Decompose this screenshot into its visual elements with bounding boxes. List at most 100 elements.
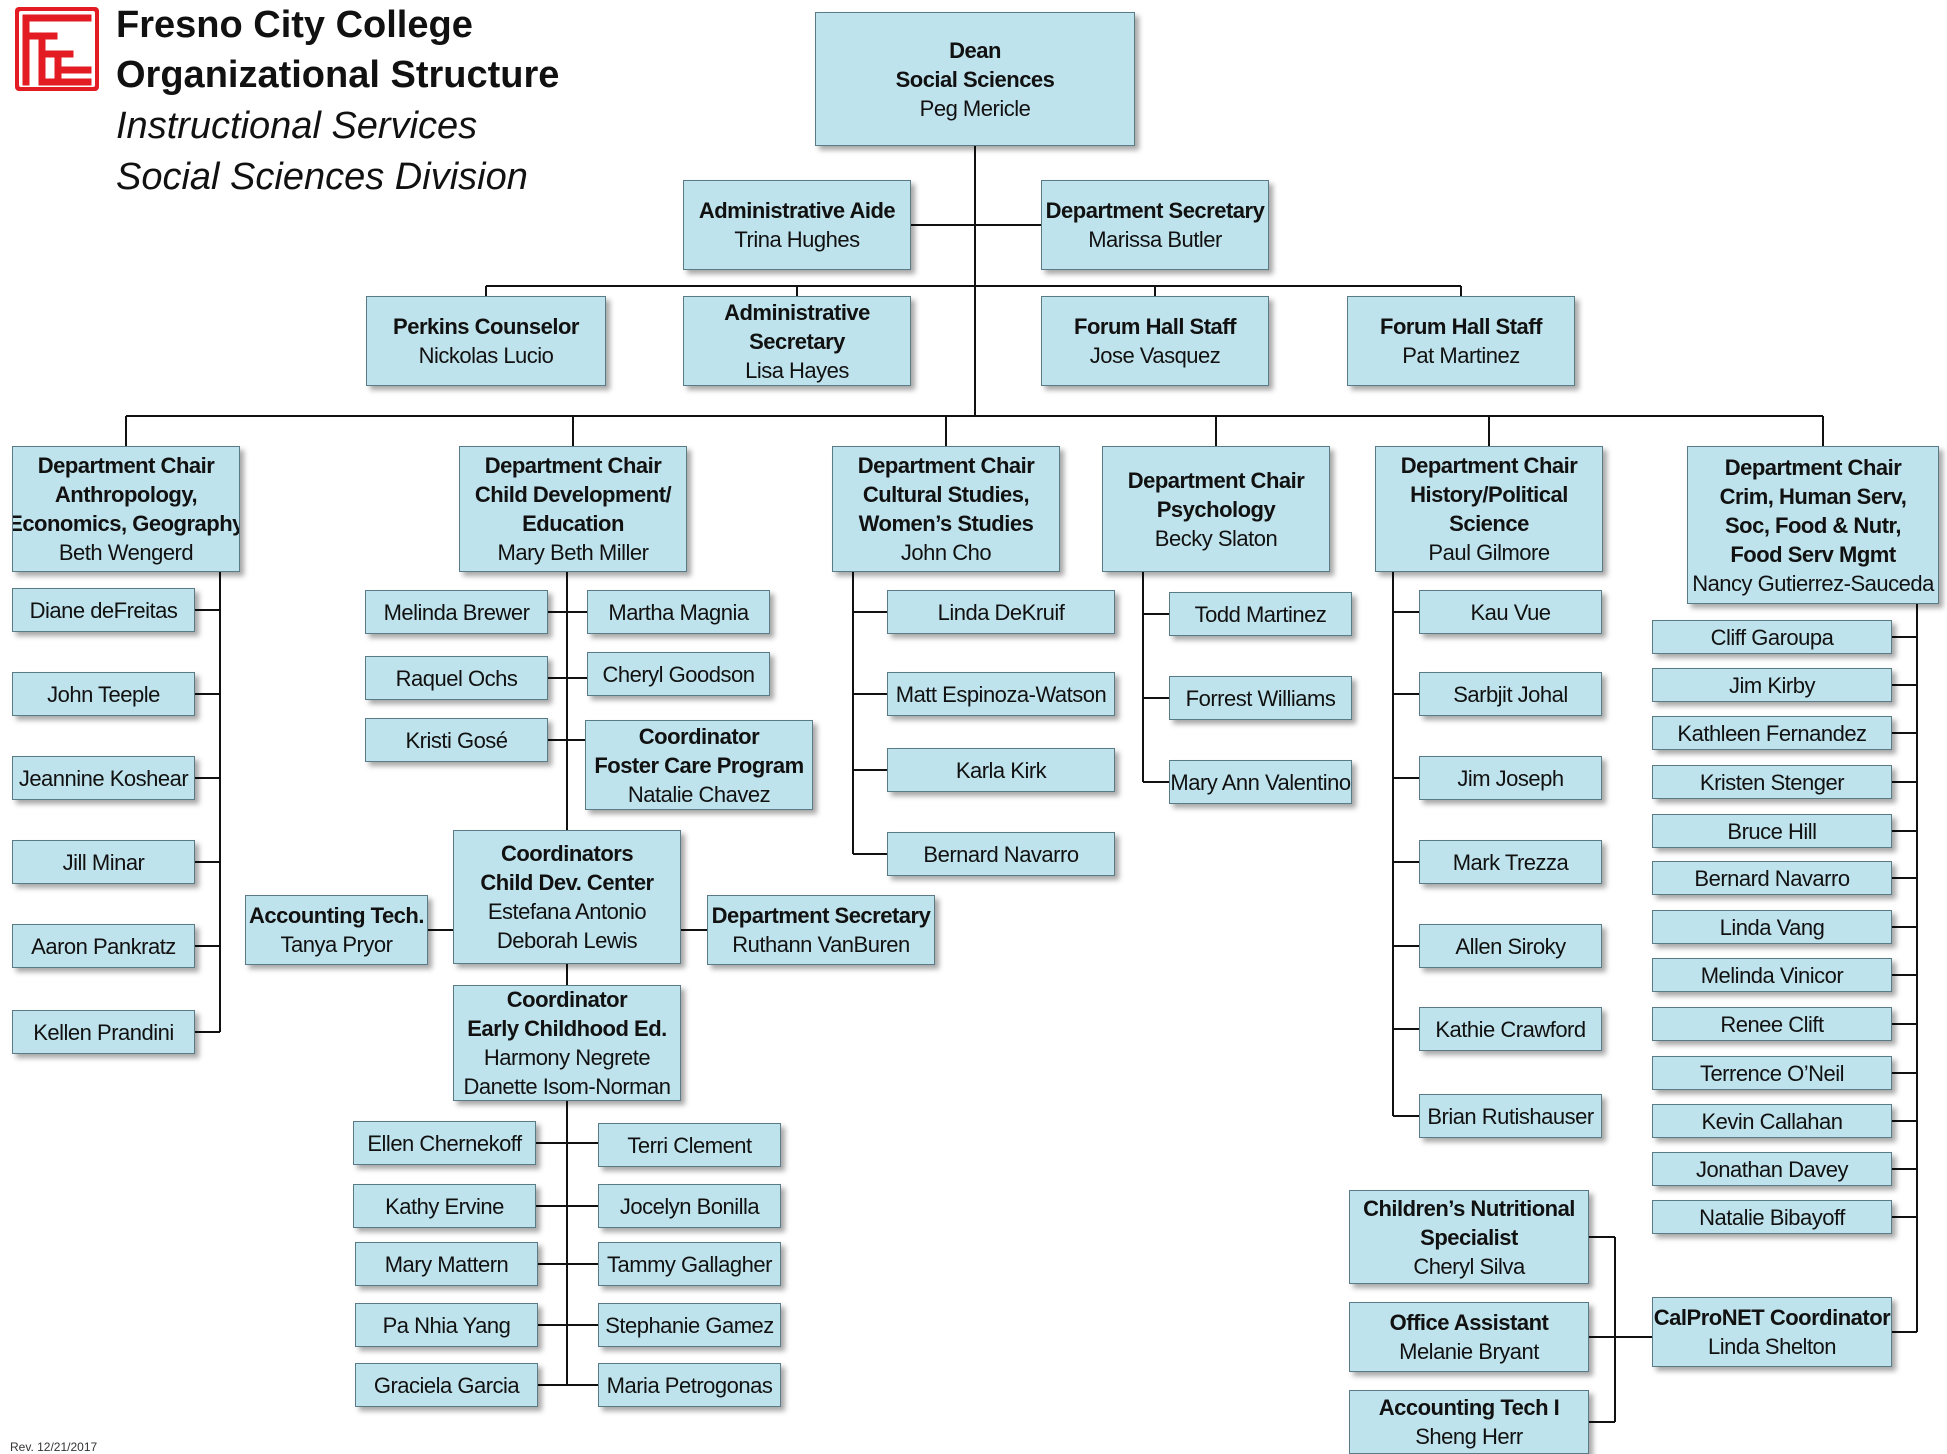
org-node-vue: Kau Vue bbox=[1419, 590, 1602, 634]
header-org-structure: Organizational Structure bbox=[116, 54, 560, 96]
node-title: Science bbox=[1449, 511, 1529, 536]
node-person-name: Kellen Prandini bbox=[33, 1019, 174, 1045]
org-node-callahan: Kevin Callahan bbox=[1652, 1104, 1892, 1138]
node-title: Department Chair bbox=[484, 453, 662, 478]
header-division-name: Social Sciences Division bbox=[116, 156, 528, 198]
node-person-name: Bernard Navarro bbox=[1694, 865, 1850, 891]
node-person-name: Kathy Ervine bbox=[385, 1193, 504, 1219]
node-title: Administrative Aide bbox=[698, 198, 896, 223]
org-node-yang: Pa Nhia Yang bbox=[355, 1303, 538, 1347]
node-person-name: Melinda Brewer bbox=[383, 599, 530, 625]
org-node-petrogonas: Maria Petrogonas bbox=[598, 1363, 781, 1407]
node-person-name: Cheryl Goodson bbox=[602, 661, 755, 687]
node-title: Psychology bbox=[1156, 496, 1276, 522]
node-person-name: Mary Ann Valentino bbox=[1170, 769, 1351, 795]
node-person-name: Bernard Navarro bbox=[923, 841, 1079, 867]
node-person-name: Trina Hughes bbox=[734, 227, 860, 252]
node-title: Perkins Counselor bbox=[393, 314, 579, 339]
node-person-name: Todd Martinez bbox=[1194, 601, 1327, 627]
org-node-teeple: John Teeple bbox=[12, 672, 195, 716]
node-title: Crim, Human Serv, bbox=[1719, 483, 1907, 509]
node-person-name: Bruce Hill bbox=[1727, 818, 1817, 844]
org-node-trezza: Mark Trezza bbox=[1419, 840, 1602, 884]
node-person-name: Ellen Chernekoff bbox=[367, 1130, 522, 1156]
org-node-navarro-2: Bernard Navarro bbox=[1652, 861, 1892, 895]
org-node-dekruif: Linda DeKruif bbox=[887, 590, 1115, 634]
org-node-siroky: Allen Siroky bbox=[1419, 924, 1602, 968]
node-title: Secretary bbox=[749, 328, 845, 354]
node-title: Forum Hall Staff bbox=[1380, 314, 1542, 339]
node-person-name: Kathie Crawford bbox=[1435, 1016, 1586, 1042]
org-node-bibayoff: Natalie Bibayoff bbox=[1652, 1200, 1892, 1234]
node-person-name: Paul Gilmore bbox=[1428, 540, 1550, 565]
node-title: Department Secretary bbox=[711, 903, 931, 928]
node-person-name: Kristi Gosé bbox=[405, 727, 508, 753]
node-title: Anthropology, bbox=[54, 482, 198, 507]
node-person-name: Maria Petrogonas bbox=[606, 1372, 773, 1398]
org-node-minar: Jill Minar bbox=[12, 840, 195, 884]
node-title: Cultural Studies, bbox=[862, 482, 1030, 507]
node-person-name: Jill Minar bbox=[62, 849, 145, 875]
node-title: CalProNET Coordinator bbox=[1653, 1305, 1891, 1330]
org-node-brewer: Melinda Brewer bbox=[365, 590, 548, 634]
node-person-name: Diane deFreitas bbox=[29, 597, 178, 623]
node-title: Forum Hall Staff bbox=[1074, 314, 1236, 339]
org-node-vinicor: Melinda Vinicor bbox=[1652, 958, 1892, 992]
node-title: Accounting Tech. bbox=[249, 903, 424, 928]
node-person-name: Nickolas Lucio bbox=[418, 343, 554, 368]
node-person-name: Mary Mattern bbox=[384, 1251, 509, 1277]
node-person-name: Jeannine Koshear bbox=[18, 765, 189, 791]
node-title: Department Chair bbox=[1400, 453, 1578, 478]
node-title: Department Chair bbox=[1127, 467, 1305, 493]
node-title: Social Sciences bbox=[895, 66, 1055, 92]
node-title: Women’s Studies bbox=[858, 511, 1034, 536]
org-node-gallagher: Tammy Gallagher bbox=[598, 1242, 781, 1286]
node-person-name: Kau Vue bbox=[1470, 599, 1551, 625]
node-person-name: Kristen Stenger bbox=[1699, 769, 1845, 795]
node-person-name: Deborah Lewis bbox=[496, 928, 638, 953]
org-node-stenger: Kristen Stenger bbox=[1652, 765, 1892, 799]
node-title: Food Serv Mgmt bbox=[1730, 541, 1896, 567]
node-person-name: Cliff Garoupa bbox=[1710, 624, 1834, 650]
node-title: Specialist bbox=[1420, 1224, 1518, 1250]
node-title: Child Dev. Center bbox=[480, 870, 654, 895]
node-person-name: Renee Clift bbox=[1720, 1011, 1824, 1037]
node-person-name: Aaron Pankratz bbox=[31, 933, 176, 959]
org-node-garoupa: Cliff Garoupa bbox=[1652, 620, 1892, 654]
org-node-prandini: Kellen Prandini bbox=[12, 1010, 195, 1054]
org-node-fernandez: Kathleen Fernandez bbox=[1652, 716, 1892, 750]
node-person-name: Sheng Herr bbox=[1415, 1424, 1523, 1449]
org-node-valentino: Mary Ann Valentino bbox=[1169, 760, 1352, 804]
org-node-forrest: Forrest Williams bbox=[1169, 676, 1352, 720]
node-person-name: Sarbjit Johal bbox=[1453, 681, 1568, 707]
node-title: Child Development/ bbox=[474, 482, 672, 507]
node-person-name: Linda Shelton bbox=[1707, 1334, 1837, 1359]
header-instructional-services: Instructional Services bbox=[116, 105, 478, 147]
node-person-name: Jocelyn Bonilla bbox=[619, 1193, 760, 1219]
node-person-name: Tammy Gallagher bbox=[607, 1251, 772, 1277]
node-person-name: Cheryl Silva bbox=[1413, 1253, 1525, 1279]
node-title: Office Assistant bbox=[1389, 1310, 1549, 1335]
node-person-name: Linda Vang bbox=[1719, 914, 1825, 940]
node-title: Department Chair bbox=[857, 453, 1035, 478]
org-node-joseph: Jim Joseph bbox=[1419, 756, 1602, 800]
node-person-name: Allen Siroky bbox=[1455, 933, 1566, 959]
node-title: Dean bbox=[949, 37, 1001, 63]
node-person-name: Danette Isom-Norman bbox=[463, 1074, 671, 1099]
org-node-crawford: Kathie Crawford bbox=[1419, 1007, 1602, 1051]
node-person-name: Jim Kirby bbox=[1729, 672, 1815, 698]
node-person-name: Nancy Gutierrez-Sauceda bbox=[1692, 570, 1934, 596]
node-person-name: Pa Nhia Yang bbox=[382, 1312, 511, 1338]
node-person-name: Jonathan Davey bbox=[1696, 1156, 1849, 1182]
